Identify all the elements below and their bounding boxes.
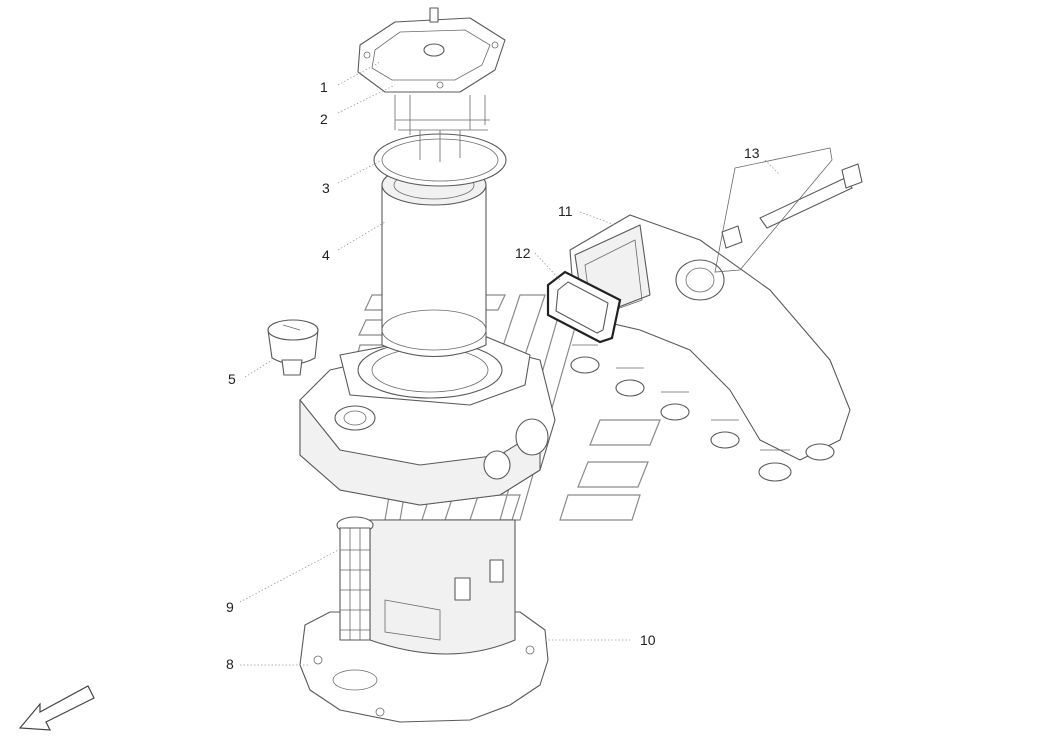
callout-3: 3 [322,180,330,196]
strainer-filter [336,516,374,641]
callout-1: 1 [320,79,328,95]
callout-11: 11 [558,203,573,219]
callout-4: 4 [322,247,330,263]
bolt [714,147,863,273]
upper-tube [381,164,487,357]
pump-body-cylinder [369,519,516,655]
callout-9: 9 [226,599,234,615]
filler-cap [267,319,319,376]
gasket [546,270,622,344]
callout-13: 13 [744,145,760,161]
callout-10: 10 [640,632,656,648]
sender-arms [394,95,490,162]
manifold-outlets [570,344,835,482]
callout-8: 8 [226,656,234,672]
leader-lines [239,61,781,666]
callout-12: 12 [515,245,531,261]
orientation-arrow-icon [18,685,95,731]
cover-plate [357,7,506,93]
callouts: 1 2 3 4 5 8 9 10 11 12 13 [226,79,760,672]
callout-5: 5 [228,371,236,387]
callout-2: 2 [320,111,328,127]
main-housing [299,329,556,506]
